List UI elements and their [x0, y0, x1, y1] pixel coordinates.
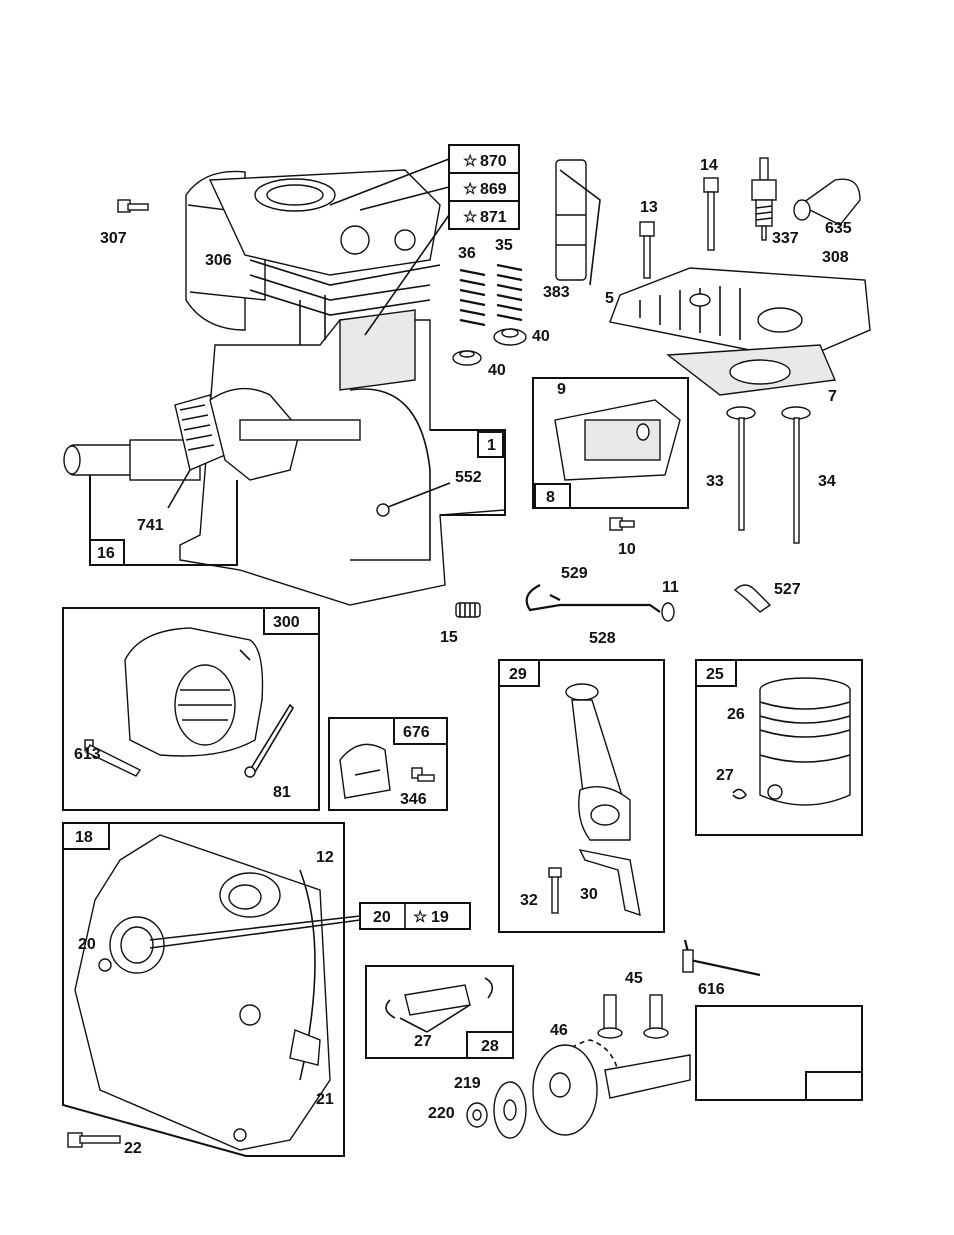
- callout-11: 11: [662, 579, 679, 596]
- breather-tube-drawing: [527, 585, 674, 621]
- callout-308: 308: [822, 249, 849, 266]
- callout-14: 14: [700, 157, 718, 174]
- callout-219: 219: [454, 1075, 481, 1092]
- callout-307: 307: [100, 230, 127, 247]
- crankcase-cover-box: [63, 823, 470, 1156]
- callout-35: 35: [495, 237, 513, 254]
- screw-22-drawing: [68, 1133, 120, 1147]
- spark-plug-wrench-drawing: [556, 160, 600, 285]
- callout-40: 40: [488, 362, 506, 379]
- callout-1: 1: [487, 437, 496, 454]
- callout-529: 529: [561, 565, 588, 582]
- callout-306: 306: [205, 252, 232, 269]
- callout-46: 46: [550, 1022, 568, 1039]
- callout-337: 337: [772, 230, 799, 247]
- callout-9: 9: [557, 381, 566, 398]
- callout-5: 5: [605, 290, 614, 307]
- callout-20: 20: [373, 909, 391, 926]
- callout-10: 10: [618, 541, 636, 558]
- reference-box: [696, 1006, 862, 1100]
- callout-25: 25: [706, 666, 724, 683]
- callout-18: 18: [75, 829, 93, 846]
- callout-40: 40: [532, 328, 550, 345]
- callout-871: 871: [480, 209, 507, 226]
- clamp-527-drawing: [735, 585, 770, 612]
- callout-870: 870: [480, 153, 507, 170]
- callout-346: 346: [400, 791, 427, 808]
- callout-45: 45: [625, 970, 643, 987]
- callout-30: 30: [580, 886, 598, 903]
- cylinder-block-drawing: [64, 170, 505, 605]
- callout-527: 527: [774, 581, 801, 598]
- screw-10-drawing: [610, 518, 634, 530]
- callout-741: 741: [137, 517, 164, 534]
- callout-28: 28: [481, 1038, 499, 1055]
- callout-27: 27: [716, 767, 734, 784]
- spark-plug-drawing: [752, 158, 776, 240]
- cylinder-head-drawing: [610, 268, 870, 395]
- callout-29: 29: [509, 666, 527, 683]
- callout-33: 33: [706, 473, 724, 490]
- callout-26: 26: [727, 706, 745, 723]
- star-icon: ☆: [463, 209, 478, 226]
- callout-13: 13: [640, 199, 658, 216]
- valves-drawing: [727, 407, 810, 543]
- callout-8: 8: [546, 489, 555, 506]
- valve-springs-drawing: [453, 265, 526, 365]
- callout-616: 616: [698, 981, 725, 998]
- callout-300: 300: [273, 614, 300, 631]
- callout-528: 528: [589, 630, 616, 647]
- head-bolts-drawing: [640, 178, 718, 278]
- callout-81: 81: [273, 784, 291, 801]
- callout-15: 15: [440, 629, 458, 646]
- star-icon: ☆: [463, 153, 478, 170]
- callout-21: 21: [316, 1091, 334, 1108]
- callout-635: 635: [825, 220, 852, 237]
- star-icon: ☆: [463, 181, 478, 198]
- screw-307-drawing: [118, 200, 148, 212]
- callout-552: 552: [455, 469, 482, 486]
- callout-19: 19: [431, 909, 449, 926]
- callout-220: 220: [428, 1105, 455, 1122]
- callout-34: 34: [818, 473, 836, 490]
- callout-36: 36: [458, 245, 476, 262]
- callout-676: 676: [403, 724, 430, 741]
- callout-27: 27: [414, 1033, 432, 1050]
- callout-20: 20: [78, 936, 96, 953]
- star-icon: ☆: [413, 909, 428, 926]
- tappets-drawing: [598, 940, 760, 1038]
- callout-383: 383: [543, 284, 570, 301]
- callout-869: 869: [480, 181, 507, 198]
- callout-12: 12: [316, 849, 334, 866]
- muffler-box: [63, 608, 319, 810]
- plug-15-drawing: [456, 603, 480, 617]
- callout-613: 613: [74, 746, 101, 763]
- callout-7: 7: [828, 388, 837, 405]
- piston-box: [696, 660, 862, 835]
- callout-16: 16: [97, 545, 115, 562]
- callout-22: 22: [124, 1140, 142, 1157]
- callout-32: 32: [520, 892, 538, 909]
- spark-plug-boot-drawing: [794, 179, 860, 225]
